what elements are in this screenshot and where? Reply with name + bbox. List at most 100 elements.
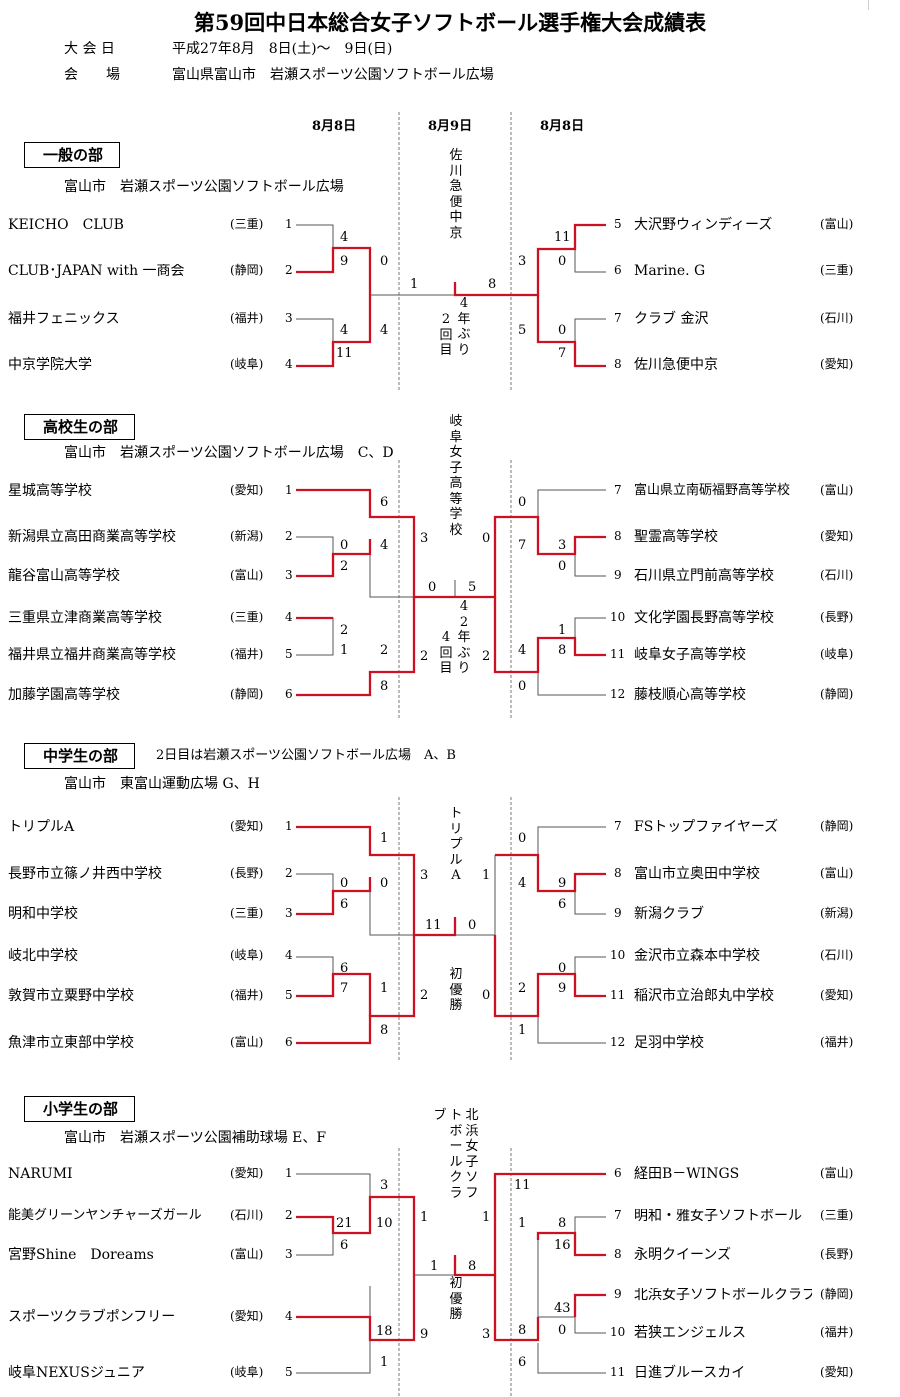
match-score: 1 bbox=[340, 643, 349, 658]
team-name: 文化学園長野高等学校 bbox=[634, 610, 774, 626]
seed-number: 4 bbox=[285, 357, 293, 371]
team-name: 聖霊高等学校 bbox=[634, 529, 718, 545]
match-score: 2 bbox=[482, 649, 491, 664]
bracket-line bbox=[296, 536, 334, 554]
match-score: 0 bbox=[428, 580, 437, 595]
section-title-elementary: 小学生の部 bbox=[24, 1096, 136, 1122]
bracket-line bbox=[537, 672, 606, 696]
match-score: 8 bbox=[518, 1323, 527, 1338]
seed-number: 12 bbox=[610, 687, 626, 701]
team-prefecture: (三重) bbox=[820, 263, 854, 277]
bracket-line bbox=[574, 617, 606, 638]
team-prefecture: (岐阜) bbox=[230, 948, 264, 962]
bracket-line bbox=[296, 617, 334, 638]
winner-path bbox=[296, 972, 372, 1016]
venue-label: 会 場 bbox=[64, 67, 120, 83]
team-name: 北浜女子ソフトボールクラブ bbox=[634, 1288, 812, 1302]
bracket-line bbox=[574, 891, 606, 915]
team-name: 宮野Shine Doreams bbox=[8, 1247, 154, 1263]
date-header-day2: 8月9日 bbox=[428, 119, 473, 134]
match-score: 3 bbox=[420, 531, 429, 546]
team-prefecture: (静岡) bbox=[820, 1287, 854, 1301]
team-prefecture: (石川) bbox=[820, 948, 854, 962]
team-prefecture: (岐阜) bbox=[230, 357, 264, 371]
team-name: 新潟クラブ bbox=[634, 906, 704, 922]
match-score: 5 bbox=[518, 323, 527, 338]
bracket-line bbox=[574, 249, 606, 273]
match-score: 6 bbox=[558, 897, 567, 912]
team-prefecture: (三重) bbox=[230, 610, 264, 624]
seed-number: 10 bbox=[610, 1325, 626, 1339]
seed-number: 3 bbox=[285, 311, 293, 325]
match-score: 0 bbox=[340, 876, 349, 891]
team-name: 富山市立奥田中学校 bbox=[634, 866, 760, 882]
match-score: 2 bbox=[340, 559, 349, 574]
match-score: 11 bbox=[554, 230, 571, 245]
section-title-high-school: 高校生の部 bbox=[24, 414, 136, 440]
match-score: 3 bbox=[518, 254, 527, 269]
team-prefecture: (富山) bbox=[820, 217, 854, 231]
match-score: 4 bbox=[380, 538, 389, 553]
section-title-junior-high: 中学生の部 bbox=[24, 743, 136, 769]
seed-number: 2 bbox=[285, 263, 293, 277]
seed-number: 6 bbox=[614, 263, 622, 277]
bracket-line bbox=[537, 1016, 606, 1044]
dates-label: 大 会 日 bbox=[64, 41, 115, 57]
winner-path bbox=[453, 223, 606, 297]
team-name: 足羽中学校 bbox=[634, 1035, 704, 1051]
match-score: 3 bbox=[558, 538, 567, 553]
bracket-line bbox=[296, 1340, 371, 1374]
match-score: 11 bbox=[425, 918, 442, 933]
team-name: 富山県立南砺福野高等学校 bbox=[634, 483, 791, 498]
seed-number: 3 bbox=[285, 568, 293, 582]
team-prefecture: (愛知) bbox=[230, 819, 264, 833]
match-score: 2 bbox=[420, 988, 429, 1003]
seed-number: 4 bbox=[285, 948, 293, 962]
team-name: 加藤学園高等学校 bbox=[8, 687, 120, 703]
match-score: 9 bbox=[558, 876, 567, 891]
team-name: 福井県立福井商業高等学校 bbox=[8, 647, 176, 663]
winner-path bbox=[296, 539, 372, 578]
match-score: 0 bbox=[558, 559, 567, 574]
team-prefecture: (愛知) bbox=[820, 988, 854, 1002]
team-name: 経田B－WINGS bbox=[634, 1166, 740, 1182]
seed-number: 12 bbox=[610, 1035, 626, 1049]
match-score: 11 bbox=[514, 1178, 531, 1193]
match-score: 0 bbox=[558, 1323, 567, 1338]
section-note: 2日目は岩瀬スポーツ公園ソフトボール広場 A、B bbox=[156, 748, 456, 763]
match-score: 1 bbox=[420, 1210, 429, 1225]
seed-number: 9 bbox=[614, 906, 622, 920]
match-score: 4 bbox=[340, 323, 349, 338]
team-name: 星城高等学校 bbox=[8, 483, 92, 499]
match-score: 0 bbox=[558, 254, 567, 269]
match-score: 7 bbox=[558, 346, 567, 361]
match-score: 2 bbox=[420, 649, 429, 664]
team-prefecture: (静岡) bbox=[230, 263, 264, 277]
team-prefecture: (愛知) bbox=[820, 529, 854, 543]
match-score: 8 bbox=[558, 1216, 567, 1231]
team-name: FSトップファイヤーズ bbox=[634, 819, 779, 835]
team-prefecture: (静岡) bbox=[820, 687, 854, 701]
team-name: 能美グリーンヤンチャーズガール bbox=[8, 1208, 202, 1223]
bracket-line bbox=[574, 554, 606, 577]
seed-number: 11 bbox=[610, 1365, 626, 1379]
team-name: 明和・雅女子ソフトボール bbox=[634, 1209, 802, 1223]
match-score: 1 bbox=[518, 1216, 527, 1231]
match-score: 0 bbox=[468, 918, 477, 933]
bracket-line bbox=[296, 1316, 371, 1340]
team-name: クラブ 金沢 bbox=[634, 311, 709, 327]
seed-number: 3 bbox=[285, 1247, 293, 1261]
match-score: 3 bbox=[482, 1327, 491, 1342]
team-prefecture: (富山) bbox=[820, 866, 854, 880]
team-name: 明和中学校 bbox=[8, 906, 78, 922]
team-name: 日進ブルースカイ bbox=[634, 1365, 746, 1381]
team-name: 新潟県立高田商業高等学校 bbox=[8, 529, 176, 545]
team-name: 敦賀市立粟野中学校 bbox=[8, 988, 134, 1004]
bracket-line bbox=[537, 826, 606, 877]
winner-path bbox=[296, 246, 372, 295]
champion-name-vertical: 岐阜女子高等学校 bbox=[449, 414, 463, 538]
seed-number: 1 bbox=[285, 217, 293, 231]
match-score: 6 bbox=[380, 495, 389, 510]
team-name: 若狭エンジェルス bbox=[634, 1325, 746, 1341]
